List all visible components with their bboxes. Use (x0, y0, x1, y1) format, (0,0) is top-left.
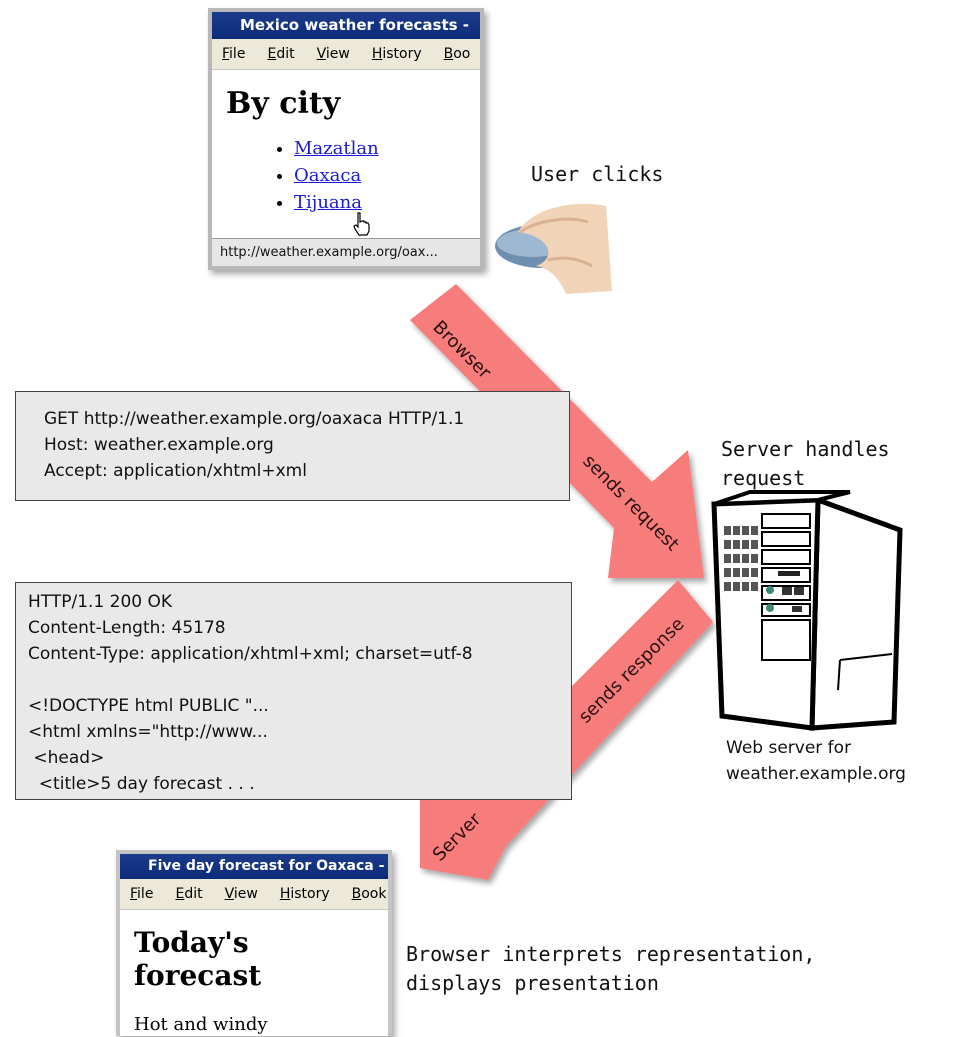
browser-caption-line: displays presentation (406, 971, 659, 995)
menu-edit[interactable]: Edit (175, 886, 203, 902)
page-heading: Today's forecast (134, 926, 262, 992)
browser-interprets-caption: Browser interprets representation, displa… (406, 940, 815, 998)
city-link-mazatlan[interactable]: Mazatlan (294, 138, 379, 159)
response-content-length: Content-Length: 45178 (28, 618, 226, 638)
request-host-header: Host: weather.example.org (44, 435, 274, 455)
web-server-label-line: weather.example.org (726, 764, 906, 784)
bottom-browser-window: Five day forecast for Oaxaca - File Edit… (116, 850, 392, 1036)
city-link-tijuana[interactable]: Tijuana (294, 192, 362, 213)
city-link-oaxaca[interactable]: Oaxaca (294, 165, 362, 186)
web-server-label-line: Web server for (726, 738, 852, 758)
response-head-tag: <head> (28, 748, 105, 768)
menu-view[interactable]: View (224, 886, 258, 902)
window-title: Five day forecast for Oaxaca - (120, 854, 388, 879)
response-html-tag: <html xmlns="http://www... (28, 722, 268, 742)
menu-history[interactable]: History (371, 46, 422, 62)
server-caption-line: Server handles (721, 437, 890, 461)
server-handles-caption: Server handles request (721, 435, 890, 493)
menu-bookmarks[interactable]: Boo (443, 46, 471, 62)
response-title-tag: <title>5 day forecast . . . (28, 774, 255, 794)
http-request-box: GET http://weather.example.org/oaxaca HT… (15, 391, 570, 501)
city-list: Mazatlan Oaxaca Tijuana (224, 135, 468, 216)
web-server-label: Web server for weather.example.org (726, 735, 906, 787)
browser-caption-line: Browser interprets representation, (406, 942, 816, 966)
menu-edit[interactable]: Edit (267, 46, 295, 62)
menu-file[interactable]: File (222, 46, 246, 62)
menu-bookmarks[interactable]: Book (351, 886, 387, 902)
top-browser-window: Mexico weather forecasts - File Edit Vie… (208, 8, 484, 270)
list-item: Oaxaca (294, 162, 468, 189)
user-clicks-caption: User clicks (531, 162, 664, 186)
request-accept-header: Accept: application/xhtml+xml (44, 461, 307, 481)
page-heading: By city (226, 86, 341, 121)
menu-bar: File Edit View History Boo (212, 39, 480, 70)
response-status-line: HTTP/1.1 200 OK (28, 592, 173, 612)
list-item: Tijuana (294, 189, 468, 216)
response-doctype: <!DOCTYPE html PUBLIC "... (28, 696, 269, 716)
menu-file[interactable]: File (130, 886, 154, 902)
response-blank-line (28, 667, 571, 693)
status-bar: http://weather.example.org/oax... (212, 238, 480, 266)
response-content-type: Content-Type: application/xhtml+xml; cha… (28, 644, 473, 664)
menu-bar: File Edit View History Book (120, 879, 388, 910)
server-caption-line: request (721, 466, 806, 490)
page-content: Today's forecast Hot and windy (120, 910, 388, 1036)
request-line: GET http://weather.example.org/oaxaca HT… (44, 409, 465, 429)
server-tower-icon (711, 490, 903, 731)
page-content: By city Mazatlan Oaxaca Tijuana (212, 70, 480, 224)
hand-cursor-icon (353, 212, 370, 236)
forecast-text: Hot and windy (134, 1014, 268, 1035)
window-title: Mexico weather forecasts - (212, 12, 480, 39)
menu-history[interactable]: History (279, 886, 330, 902)
menu-view[interactable]: View (316, 46, 350, 62)
hand-mouse-icon (495, 203, 612, 294)
list-item: Mazatlan (294, 135, 468, 162)
